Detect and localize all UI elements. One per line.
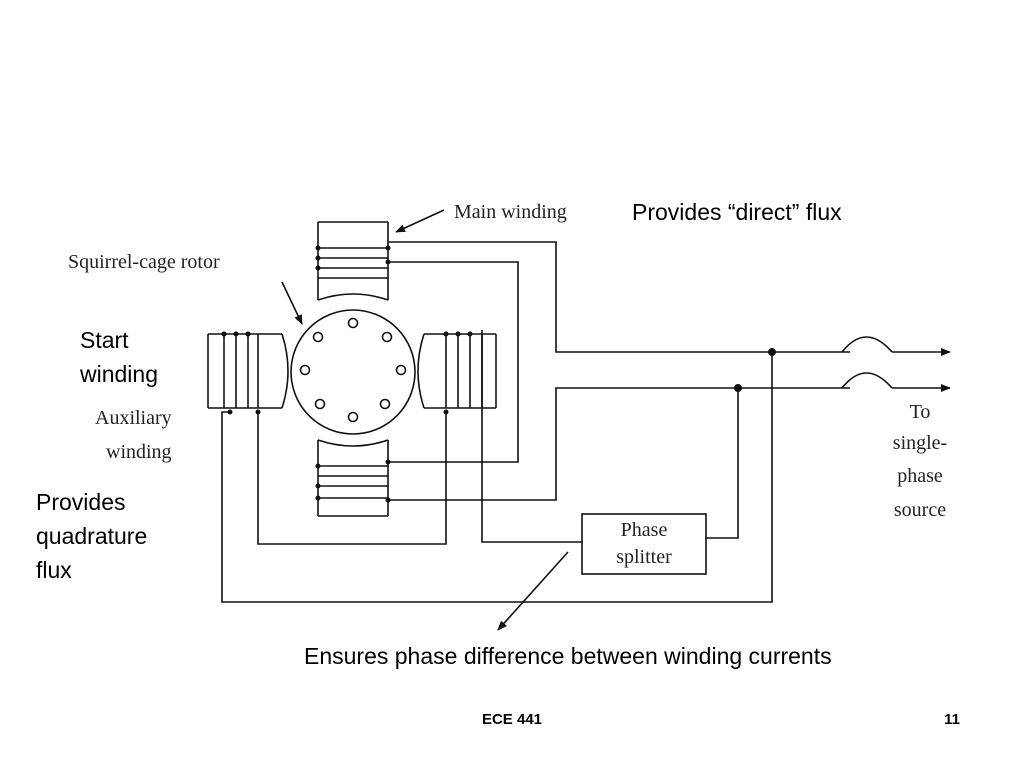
phase-splitter-leader [497, 551, 569, 631]
main-winding-leader [395, 209, 445, 233]
wiring [221, 241, 850, 603]
label-phase-splitter-line2: splitter [616, 546, 672, 568]
label-source-line4: source [894, 499, 946, 521]
annotation-quadrature-line3: flux [36, 557, 72, 583]
main-winding-coil-bottom [318, 465, 388, 499]
annotation-start-winding-line1: Start [80, 327, 129, 353]
annotation-start-winding-line2: winding [79, 361, 158, 387]
annotation-phase-difference: Ensures phase difference between winding… [304, 643, 832, 669]
stator-pole-left [207, 333, 289, 409]
annotation-quadrature-line1: Provides [36, 489, 125, 515]
label-source-line1: To [910, 401, 931, 423]
stator-pole-bottom [317, 439, 389, 517]
auxiliary-winding-coil-right [445, 334, 483, 408]
fuse-bottom [841, 372, 893, 389]
label-source-line3: phase [897, 465, 943, 487]
label-auxiliary-winding-line2: winding [106, 441, 172, 463]
annotation-direct-flux: Provides “direct” flux [632, 199, 842, 225]
label-source-line2: single- [893, 432, 947, 454]
fuse-top [841, 336, 893, 353]
stator-pole-right [417, 333, 497, 409]
junction-dots [221, 245, 776, 503]
footer-course: ECE 441 [482, 711, 542, 728]
footer-page-number: 11 [944, 711, 960, 728]
label-main-winding: Main winding [454, 201, 567, 223]
stator-pole-top [317, 221, 389, 301]
auxiliary-winding-coil-left [223, 334, 259, 408]
phase-splitter-box [581, 513, 707, 575]
annotation-quadrature-line2: quadrature [36, 523, 147, 549]
label-auxiliary-winding-line1: Auxiliary [95, 407, 172, 429]
label-phase-splitter-line1: Phase [621, 519, 668, 541]
label-squirrel-cage-rotor: Squirrel-cage rotor [68, 251, 220, 273]
main-winding-coil-top [318, 247, 388, 279]
rotor-leader [281, 281, 303, 325]
squirrel-cage-rotor-drawing [290, 309, 416, 435]
